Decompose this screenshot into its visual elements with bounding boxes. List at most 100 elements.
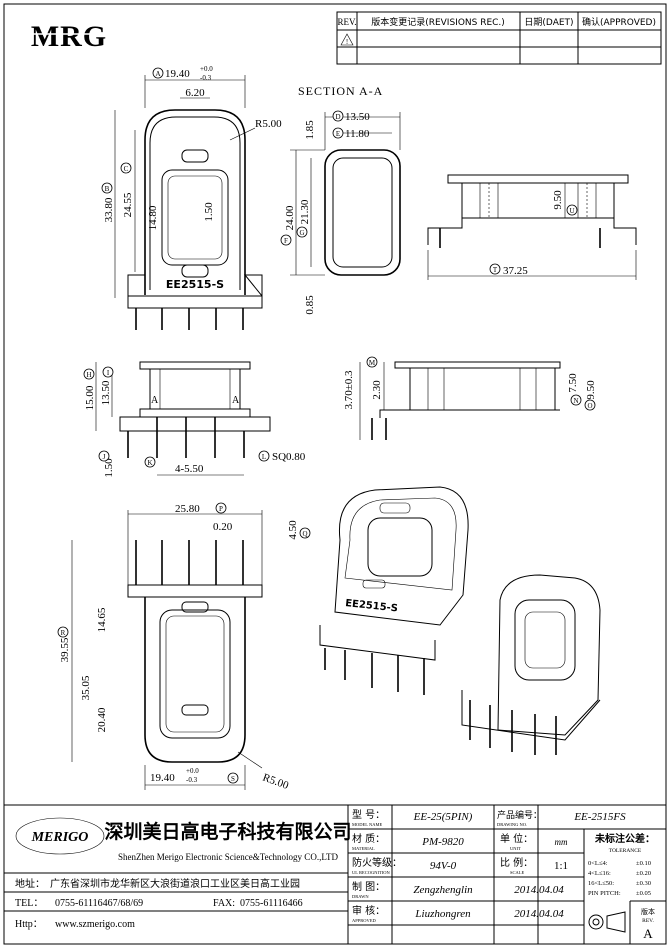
dim-f: 24.00 <box>284 205 296 230</box>
title-block: MERIGO 深圳美日高电子科技有限公司 ShenZhen Merigo Ele… <box>3 804 667 945</box>
svg-text:APPROVED: APPROVED <box>352 918 377 923</box>
right-view: 9.50 U T 37.25 <box>427 174 637 280</box>
website: www.szmerigo.com <box>55 919 135 930</box>
side-view: 2.30 M 3.70±0.3 7.50 N 9.50 O <box>343 356 597 440</box>
rev-header: REV. <box>337 17 356 27</box>
svg-text:!: ! <box>346 38 348 46</box>
svg-text:S: S <box>231 775 235 783</box>
http-label: Http： <box>15 919 43 930</box>
svg-text:MODEL NAME: MODEL NAME <box>352 822 382 827</box>
revision-table <box>336 11 662 65</box>
logo-text: MRG <box>31 20 107 53</box>
address: 广东省深圳市龙华新区大浪街道浪口工业区美日高工业园 <box>50 877 300 890</box>
drawn-label: 制 图： <box>352 880 385 893</box>
dim-radius: R5.00 <box>255 118 282 130</box>
date-header: 日期(DAET) <box>524 17 573 28</box>
dim-t: 37.25 <box>503 265 528 277</box>
unit-value: mm <box>555 837 568 847</box>
svg-text:G: G <box>299 229 304 237</box>
dim-e: 11.80 <box>345 128 370 140</box>
svg-text:-0.3: -0.3 <box>186 776 198 784</box>
svg-text:+0.0: +0.0 <box>186 767 199 775</box>
company-name-en: ShenZhen Merigo Electronic Science&Techn… <box>118 852 338 862</box>
logo-mrg: MRG <box>14 20 124 53</box>
drawing-no-value: EE-2515FS <box>573 811 626 823</box>
dim-p-side: 9.50 <box>585 380 597 400</box>
tolerance-list: 0<L≤4: ±0.10 4<L≤16: ±0.20 16<L≤50: ±0.3… <box>588 860 651 897</box>
svg-text:16<L≤50:: 16<L≤50: <box>588 880 614 887</box>
drawn-by: Zengzhenglin <box>413 884 473 896</box>
svg-text:±0.20: ±0.20 <box>636 870 651 877</box>
svg-text:±0.10: ±0.10 <box>636 860 651 867</box>
record-header: 版本变更记录(REVISIONS REC.) <box>371 16 505 28</box>
dim-r: 39.55 <box>59 637 71 662</box>
svg-text:±0.05: ±0.05 <box>636 890 651 897</box>
drawing-no-label: 产品编号： <box>497 809 542 821</box>
approved-label: 审 核： <box>352 904 385 917</box>
tel-label: TEL： <box>15 898 43 909</box>
svg-text:B: B <box>105 185 110 193</box>
dim-n: 3.70±0.3 <box>343 370 355 410</box>
svg-text:C: C <box>124 165 129 173</box>
svg-text:P: P <box>219 505 223 513</box>
brand-swoosh-icon <box>15 817 105 855</box>
svg-text:F: F <box>284 237 288 245</box>
dim-085: 0.85 <box>304 295 316 315</box>
approved-by: Liuzhongren <box>414 908 471 920</box>
unit-label: 单 位： <box>500 832 533 845</box>
model-value: EE-25(5PIN) <box>413 811 473 823</box>
dim-1480: 14.80 <box>147 205 159 230</box>
svg-text:Q: Q <box>302 530 307 538</box>
approved-date: 2014.04.04 <box>514 908 564 920</box>
svg-text:REV.: REV. <box>642 918 654 924</box>
svg-text:M: M <box>369 359 376 367</box>
model-label: 型 号： <box>352 808 385 821</box>
svg-text:A: A <box>232 395 240 406</box>
svg-text:-0.3: -0.3 <box>200 74 212 82</box>
projection-symbol-icon <box>588 911 626 933</box>
bottom-view-pins <box>135 540 244 585</box>
svg-text:I: I <box>107 369 110 377</box>
svg-text:DRAWN: DRAWN <box>352 894 369 899</box>
svg-text:PIN PITCH:: PIN PITCH: <box>588 890 621 897</box>
dim-d: 13.50 <box>345 111 370 123</box>
dim-150: 1.50 <box>203 202 215 222</box>
svg-text:4<L≤16:: 4<L≤16: <box>588 870 611 877</box>
fax: 0755-61116466 <box>240 898 303 909</box>
svg-text:U: U <box>569 207 574 215</box>
dim-g: 21.30 <box>299 199 311 224</box>
dim-q: 4.50 <box>287 520 299 540</box>
svg-text:A: A <box>155 70 160 78</box>
header: MRG REV. 版本变更记录(REVISIONS REC.) 日期(DAET)… <box>14 11 662 65</box>
confirm-header: 确认(APPROVED) <box>582 16 656 28</box>
dim-i: 13.50 <box>100 380 112 405</box>
svg-text:0<L≤4:: 0<L≤4: <box>588 860 608 867</box>
bottom-view: 25.80 P 0.20 4.50 Q 39.55 R 14.65 35.05 … <box>57 502 311 793</box>
dim-l: SQ0.80 <box>272 451 306 463</box>
label-a-icon <box>152 67 164 79</box>
svg-text:N: N <box>573 397 578 405</box>
dim-p: 25.80 <box>175 503 200 515</box>
dim-radius-bottom: R5.00 <box>261 772 291 793</box>
svg-text:±0.30: ±0.30 <box>636 880 651 887</box>
warning-triangle-icon <box>340 33 354 46</box>
svg-text:K: K <box>147 459 152 467</box>
material-label: 材 质： <box>352 832 385 845</box>
dim-h: 15.00 <box>84 385 96 410</box>
part-mark: EE2515-S <box>166 278 224 291</box>
dim-u: 9.50 <box>552 190 564 210</box>
address-label: 地址： <box>15 877 45 890</box>
dim-2040: 20.40 <box>96 707 108 732</box>
material-value: PM-9820 <box>421 836 464 848</box>
drawn-date: 2014.04.04 <box>514 884 564 896</box>
flame-label: 防火等级： <box>352 856 402 869</box>
svg-text:+0.0: +0.0 <box>200 65 213 73</box>
isometric-view-top: EE2515-S <box>319 486 469 695</box>
dim-j: 1.50 <box>103 458 115 478</box>
top-view: EE2515-S A 19.40 +0.0 -0.3 6.20 R5.00 33… <box>101 65 282 330</box>
dim-b: 33.80 <box>103 197 115 222</box>
svg-text:R: R <box>61 629 66 637</box>
svg-text:E: E <box>336 130 340 138</box>
scale-label: 比 例： <box>500 856 533 869</box>
